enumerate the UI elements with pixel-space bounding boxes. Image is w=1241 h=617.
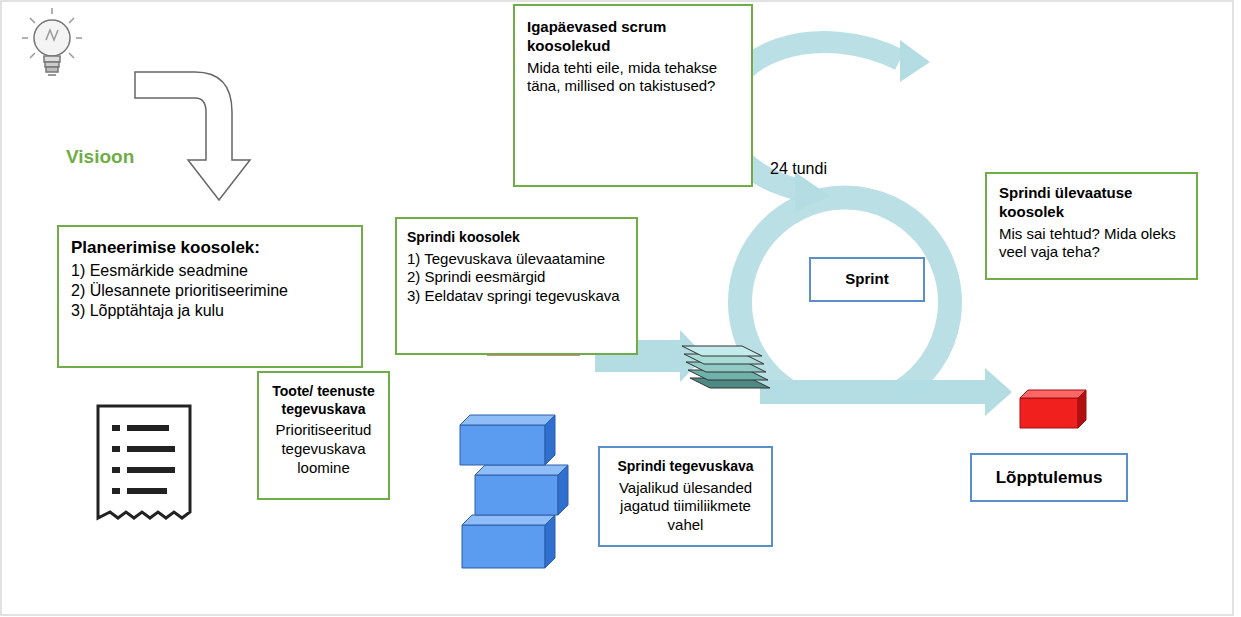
- box-text: Prioritiseeritud tegevuskava loomine: [265, 421, 382, 477]
- document-icon: [98, 406, 190, 518]
- sprint-stack: [682, 346, 770, 388]
- box-heading: Igapäevased scrum koosolekud: [527, 18, 739, 56]
- box-text: 1) Eesmärkide seadmine: [71, 261, 349, 281]
- product-backlog-box: Toote/ teenuste tegevuskavaPrioritiseeri…: [257, 371, 390, 500]
- box-heading: Lõpptulemus: [978, 467, 1120, 488]
- sprint-backlog-box: Sprindi tegevuskavaVajalikud ülesanded j…: [598, 446, 773, 547]
- box-heading: Planeerimise koosolek:: [71, 237, 349, 258]
- box-heading: Sprindi tegevuskava: [608, 458, 763, 476]
- result-box: Lõpptulemus: [970, 453, 1128, 502]
- box-heading: Sprindi ülevaatuse koosolek: [999, 184, 1184, 222]
- box-text: 3) Eeldatav springi tegevuskava: [407, 287, 626, 306]
- box-text: 1) Tegevuskava ülevaatamine: [407, 250, 626, 269]
- box-text: Mida tehti eile, mida tehakse täna, mill…: [527, 59, 739, 97]
- sprint-box: Sprint: [809, 257, 925, 302]
- lightbulb-icon: [22, 8, 82, 75]
- box-heading: Toote/ teenuste tegevuskava: [265, 383, 382, 418]
- box-heading: Sprindi koosolek: [407, 229, 626, 247]
- sprint-meeting-box: Sprindi koosolek 1) Tegevuskava ülevaatam…: [395, 217, 638, 355]
- box-text: 2) Sprindi eesmärgid: [407, 268, 626, 287]
- box-text: Mis sai tehtud? Mida oleks veel vaja teh…: [999, 225, 1184, 263]
- result-block: [1020, 390, 1086, 428]
- box-text: 2) Ülesannete prioritiseerimine: [71, 281, 349, 301]
- sprint-loop: [725, 42, 990, 392]
- planning-meeting-box: Planeerimise koosolek: 1) Eesmärkide sead…: [57, 225, 363, 368]
- loop-arrowheads: [778, 40, 1012, 416]
- time-label: 24 tundi: [770, 160, 827, 178]
- daily-scrum-box: Igapäevased scrum koosolekudMida tehti e…: [513, 4, 753, 187]
- box-text: 3) Lõpptähtaja ja kulu: [71, 301, 349, 321]
- box-heading: Sprint: [817, 270, 917, 289]
- vision-label: Visioon: [66, 146, 134, 168]
- hollow-arrow: [135, 72, 250, 200]
- sprint-review-box: Sprindi ülevaatuse koosolekMis sai tehtu…: [985, 172, 1198, 280]
- box-text: Vajalikud ülesanded jagatud tiimiliikmet…: [608, 479, 763, 535]
